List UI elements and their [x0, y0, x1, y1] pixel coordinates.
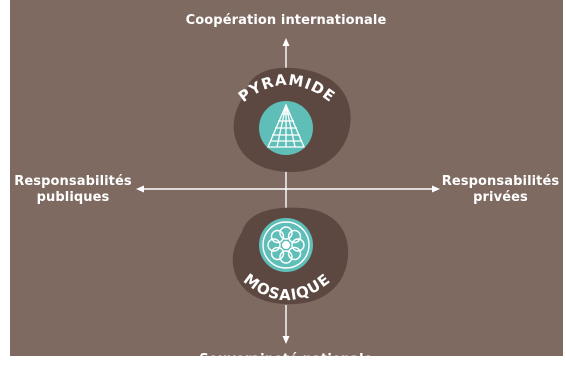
diagram-canvas: PYRAMIDE — [10, 0, 563, 367]
axis-label-left-line2: publiques — [36, 190, 110, 205]
axis-label-left-line1: Responsabilités — [14, 174, 132, 189]
axis-label-top: Coopération internationale — [185, 13, 387, 28]
pyramid-icon — [259, 101, 313, 155]
arrowhead-left — [136, 185, 144, 193]
axis-label-left: Responsabilités publiques — [10, 174, 136, 206]
scenario-pyramide: PYRAMIDE — [233, 67, 351, 172]
axis-label-right-line2: privées — [473, 190, 528, 205]
axis-label-right: Responsabilités privées — [438, 174, 563, 206]
mosaic-rosette-icon — [259, 218, 313, 272]
axis-label-bottom: Souveraineté nationale — [199, 352, 373, 367]
axis-label-right-line1: Responsabilités — [441, 174, 560, 189]
diagram-svg: PYRAMIDE — [10, 0, 563, 356]
arrowhead-right — [432, 185, 440, 193]
axis-arrowheads — [136, 38, 440, 344]
arrowhead-down — [282, 336, 290, 344]
arrowhead-up — [282, 38, 290, 46]
scenario-mosaique: MOSAIQUE — [232, 207, 349, 305]
